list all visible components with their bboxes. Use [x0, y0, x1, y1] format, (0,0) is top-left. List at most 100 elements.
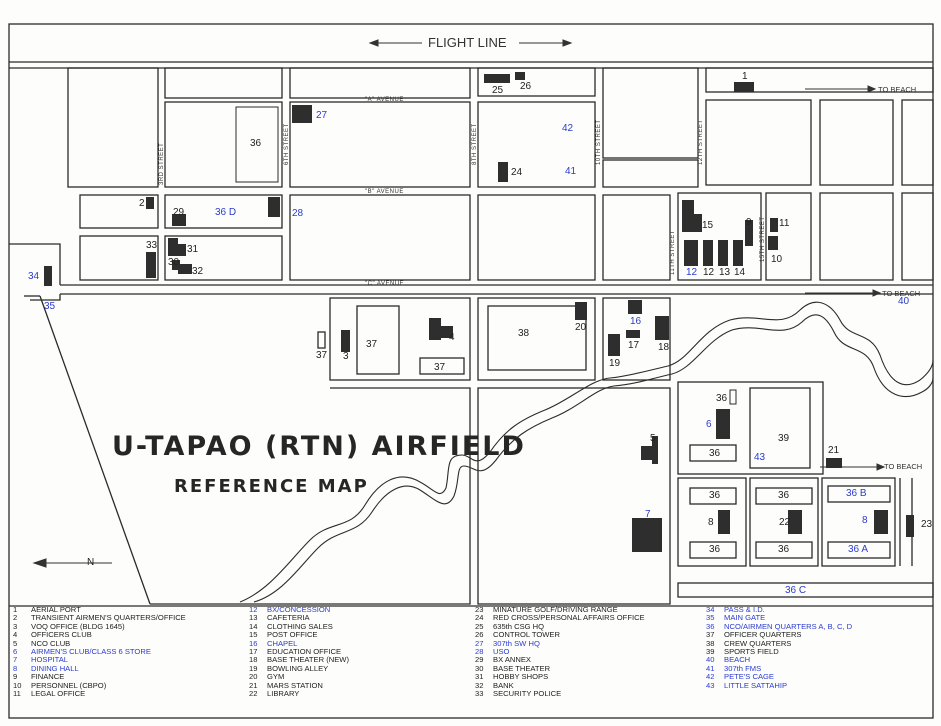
street-15th: 15TH STREET: [760, 216, 766, 262]
legend-item-number: 4: [13, 630, 18, 640]
legend-item-text: PETE'S CAGE: [724, 672, 774, 682]
street-6th: 6TH STREET: [284, 123, 290, 165]
map-label-7: 7: [645, 509, 651, 520]
map-label-43: 43: [754, 452, 766, 463]
legend-item-text: USO: [493, 647, 510, 657]
legend-item-text: CAFETERIA: [267, 613, 310, 623]
legend-item-number: 37: [706, 630, 715, 640]
legend-item: 5 NCO CLUB: [13, 638, 186, 648]
legend-item-number: 14: [249, 621, 258, 631]
map-label-21: 21: [828, 445, 840, 456]
legend-item-text: CLOTHING SALES: [267, 621, 333, 631]
legend-item-number: 11: [13, 689, 21, 699]
map-label-15: 15: [702, 220, 714, 231]
legend-item-text: SECURITY POLICE: [493, 689, 562, 699]
legend-item-text: VOQ OFFICE (BLDG 1645): [31, 621, 125, 631]
street-3rd: 3RD STREET: [159, 142, 165, 185]
legend-item-text: SPORTS FIELD: [724, 647, 779, 657]
map-label-36-box5: 36: [778, 544, 790, 555]
map-label-36-box1: 36: [709, 448, 721, 459]
map-label-36-upper: 36: [250, 138, 262, 149]
map-label-2: 2: [139, 198, 145, 209]
legend-item-number: 19: [249, 663, 258, 673]
legend-item-number: 9: [13, 672, 18, 682]
legend-item-text: CHAPEL: [267, 638, 298, 648]
legend-item-number: 17: [249, 647, 258, 657]
map-label-17: 17: [628, 340, 640, 351]
map-label-32: 32: [192, 266, 204, 277]
map-label-36-box4: 36: [709, 544, 721, 555]
map-label-40: 40: [898, 296, 910, 307]
legend-item-text: AIRMEN'S CLUB/CLASS 6 STORE: [31, 647, 151, 657]
street-a-avenue: "A" AVENUE: [365, 97, 404, 103]
map-label-36-box2: 36: [709, 490, 721, 501]
map-label-8-blue: 8: [862, 515, 868, 526]
map-label-29: 29: [173, 207, 185, 218]
legend-item-text: MAIN GATE: [724, 613, 766, 623]
legend-item-text: LIBRARY: [267, 689, 300, 699]
map-label-4: 4: [449, 332, 455, 343]
map-label-23: 23: [921, 519, 933, 530]
legend-item-number: 8: [13, 663, 18, 673]
legend-item-number: 36: [706, 621, 715, 631]
legend-item-number: 27: [475, 638, 484, 648]
legend-item: 6 AIRMEN'S CLUB/CLASS 6 STORE: [13, 647, 186, 657]
legend-item-number: 29: [475, 655, 484, 665]
legend-item-text: BASE THEATER (NEW): [267, 655, 349, 665]
street-12th: 12TH STREET: [698, 119, 704, 165]
legend-item-number: 42: [706, 672, 715, 682]
legend-item-text: BX/CONCESSION: [267, 605, 331, 614]
legend-item-text: NCO CLUB: [31, 638, 71, 648]
legend-item-number: 40: [706, 655, 715, 665]
map-label-27: 27: [316, 110, 328, 121]
legend-item-number: 6: [13, 647, 18, 657]
legend-item: 42 PETE'S CAGE: [706, 672, 852, 682]
legend-item-text: HOBBY SHOPS: [493, 672, 549, 682]
legend-item-text: BOWLING ALLEY: [267, 663, 329, 673]
to-beach-label-2: TO BEACH: [882, 289, 921, 298]
legend-item-number: 34: [706, 605, 715, 614]
legend-item: 14 CLOTHING SALES: [249, 621, 349, 631]
map-label-1: 1: [742, 71, 748, 82]
map-frame: [8, 23, 934, 719]
map-label-36b: 36 B: [846, 488, 867, 499]
legend-item: 40 BEACH: [706, 655, 852, 665]
map-label-41: 41: [565, 166, 577, 177]
legend-item-number: 33: [475, 689, 484, 699]
legend-item: 33 SECURITY POLICE: [475, 689, 645, 699]
map-label-36d: 36 D: [215, 207, 237, 218]
legend-item-text: BASE THEATER: [493, 663, 551, 673]
map-label-30: 30: [168, 257, 180, 268]
map-subtitle: REFERENCE MAP: [174, 476, 369, 497]
map-label-16: 16: [630, 316, 642, 327]
north-label: N: [87, 557, 95, 568]
legend-item-text: 635th CSG HQ: [493, 621, 545, 631]
map-label-12: 12: [703, 267, 715, 278]
map-label-9: 9: [746, 217, 752, 228]
map-label-20: 20: [575, 322, 587, 333]
legend-item-text: OFFICER QUARTERS: [724, 630, 802, 640]
legend-item-number: 26: [475, 630, 484, 640]
legend-item-number: 5: [13, 638, 18, 648]
map-label-36-box3: 36: [778, 490, 790, 501]
legend-item-text: BEACH: [724, 655, 751, 665]
map-label-12-blue: 12: [686, 267, 698, 278]
